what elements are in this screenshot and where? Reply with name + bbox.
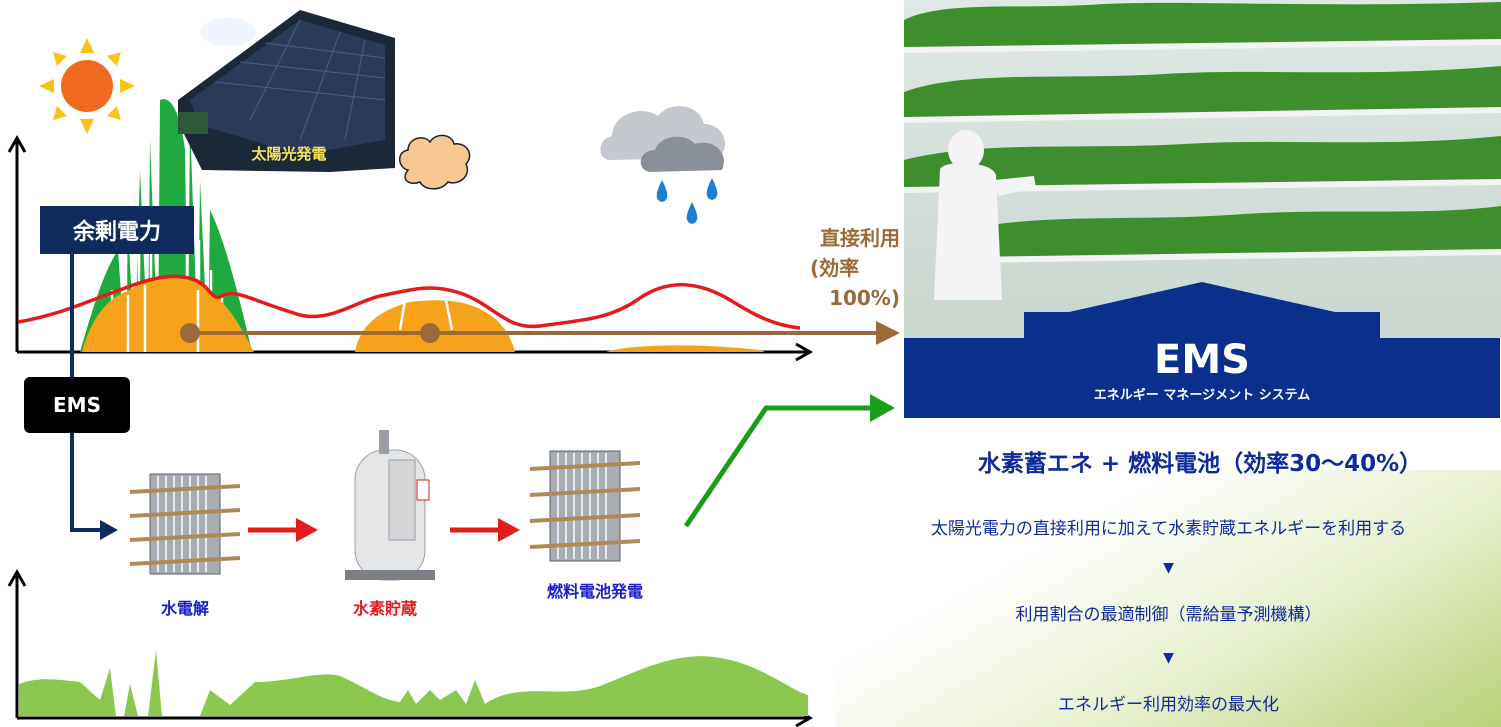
vertical-farm-photo	[904, 0, 1501, 338]
down-triangle-icon-1: ▼	[1163, 560, 1174, 576]
benefit-line-3: エネルギー利用効率の最大化	[1058, 695, 1279, 715]
cloud-icon	[399, 134, 471, 190]
direct-use-area-2-gaps	[398, 299, 454, 331]
surplus-power-badge: 余剰電力	[40, 206, 194, 254]
lower-axes	[7, 568, 814, 727]
farm-worker-figure	[934, 130, 1036, 300]
direct-use-line2: (効率	[810, 256, 860, 280]
red-flow-arrow-1	[248, 518, 318, 542]
rain-cloud-icon	[600, 106, 726, 224]
red-flow-arrow-2	[450, 518, 520, 542]
hydrogen-storage-label: 水素貯蔵	[352, 599, 417, 618]
demand-curve	[17, 274, 801, 330]
benefit-line-2: 利用割合の最適制御（需給量予測機構）	[1015, 605, 1322, 625]
hydrogen-headline: 水素蓄エネ + 燃料電池（効率30～40%）	[977, 451, 1423, 477]
ems-title: EMS	[1154, 337, 1250, 383]
fuel-cell-icon	[529, 450, 641, 562]
direct-use-area-1-gaps	[126, 285, 200, 352]
sun-icon	[39, 38, 135, 134]
benefit-line-1: 太陽光電力の直接利用に加えて水素貯蔵エネルギーを利用する	[930, 519, 1407, 539]
electrolyzer-icon	[129, 473, 241, 575]
hydrogen-tank-icon	[345, 430, 435, 581]
benefits-panel	[836, 470, 1501, 727]
direct-use-label: 直接利用 (効率 100%)	[770, 223, 900, 313]
solar-panel-photo	[178, 10, 395, 172]
vertical-farm-illustration	[904, 2, 1501, 338]
ems-subtitle: エネルギー マネージメント システム	[1093, 388, 1311, 403]
green-flow-arrow	[683, 394, 895, 528]
ems-up-arrow	[1024, 282, 1380, 338]
direct-use-arrow	[180, 321, 900, 345]
fuel-cell-label: 燃料電池発電	[546, 582, 643, 601]
direct-use-line3: 100%)	[829, 286, 900, 310]
direct-use-line1: 直接利用	[820, 226, 900, 250]
down-triangle-icon-2: ▼	[1163, 650, 1174, 666]
ems-box: EMS エネルギー マネージメント システム	[904, 337, 1500, 418]
direct-use-area-3	[606, 345, 765, 352]
lower-generation-area	[19, 650, 808, 716]
surplus-flow-arrow	[70, 254, 108, 532]
electrolysis-label: 水電解	[160, 599, 209, 618]
solar-power-label: 太陽光発電	[251, 145, 327, 163]
ems-small-badge: EMS	[24, 377, 130, 433]
surplus-flow-arrowhead	[100, 520, 118, 540]
